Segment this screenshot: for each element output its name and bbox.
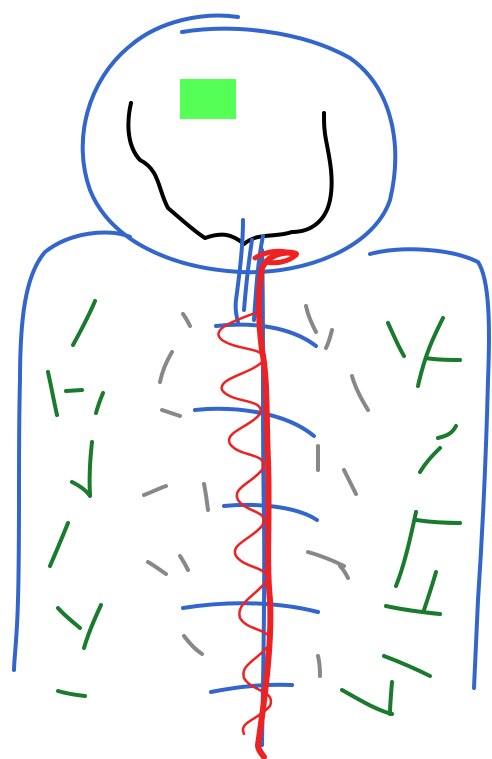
body-outline-left — [14, 232, 130, 670]
green-patch — [180, 79, 236, 119]
rib-2 — [195, 409, 314, 436]
green-hatch-right — [342, 318, 460, 714]
green-hatch-left — [48, 301, 103, 696]
rib-1 — [216, 325, 316, 346]
mouth-line — [128, 103, 331, 244]
neck-line-2 — [244, 240, 252, 310]
gray-hatch — [144, 306, 368, 676]
body-outline-right — [370, 249, 489, 688]
rib-4 — [183, 603, 318, 612]
